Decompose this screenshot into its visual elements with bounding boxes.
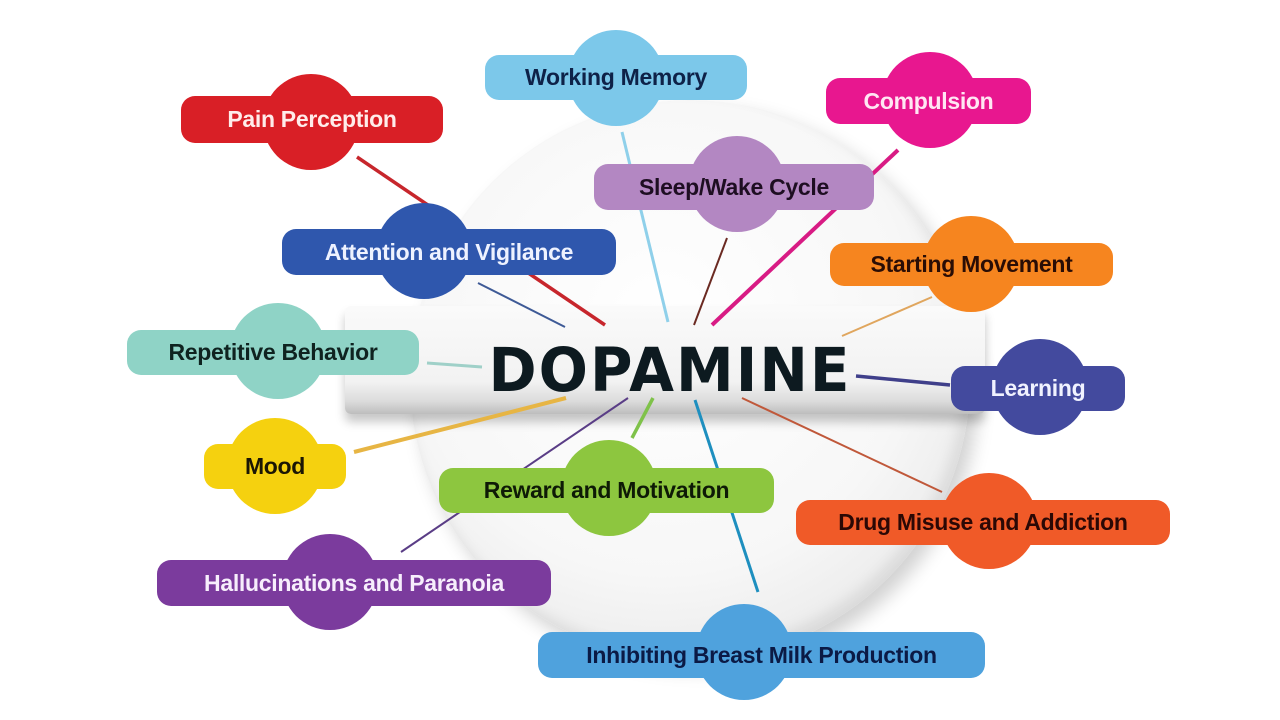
node-label: Learning [951,366,1125,411]
node-label: Working Memory [485,55,747,100]
node-label: Attention and Vigilance [282,229,616,275]
node-mood: Mood [204,418,346,514]
node-sleep-wake-cycle: Sleep/Wake Cycle [594,136,874,232]
node-label: Reward and Motivation [439,468,774,513]
link-reward-and-motivation [630,397,655,439]
link-sleep-wake-cycle [693,237,728,326]
node-label: Sleep/Wake Cycle [594,164,874,210]
node-reward-and-motivation: Reward and Motivation [439,440,774,536]
node-label: Inhibiting Breast Milk Production [538,632,985,678]
node-label: Starting Movement [830,243,1113,286]
link-drug-misuse-and-addiction [741,397,943,493]
node-inhibiting-breast-milk-production: Inhibiting Breast Milk Production [538,604,985,700]
node-learning: Learning [951,339,1125,435]
node-label: Mood [204,444,346,489]
node-label: Drug Misuse and Addiction [796,500,1170,545]
node-repetitive-behavior: Repetitive Behavior [127,303,419,399]
link-repetitive-behavior [426,361,483,369]
node-attention-and-vigilance: Attention and Vigilance [282,203,616,299]
link-working-memory [620,131,670,323]
node-label: Pain Perception [181,96,443,143]
node-working-memory: Working Memory [485,30,747,126]
link-attention-and-vigilance [477,282,566,328]
link-learning [855,374,951,387]
node-compulsion: Compulsion [826,52,1031,148]
dopamine-title: DOPAMINE [488,334,852,406]
link-mood [353,396,567,454]
central-plate-bar [345,306,985,414]
node-label: Compulsion [826,78,1031,124]
node-label: Repetitive Behavior [127,330,419,375]
node-starting-movement: Starting Movement [830,216,1113,312]
node-hallucinations-and-paranoia: Hallucinations and Paranoia [157,534,551,630]
node-drug-misuse-and-addiction: Drug Misuse and Addiction [796,473,1170,569]
link-starting-movement [841,296,933,337]
node-pain-perception: Pain Perception [181,74,443,170]
node-label: Hallucinations and Paranoia [157,560,551,606]
